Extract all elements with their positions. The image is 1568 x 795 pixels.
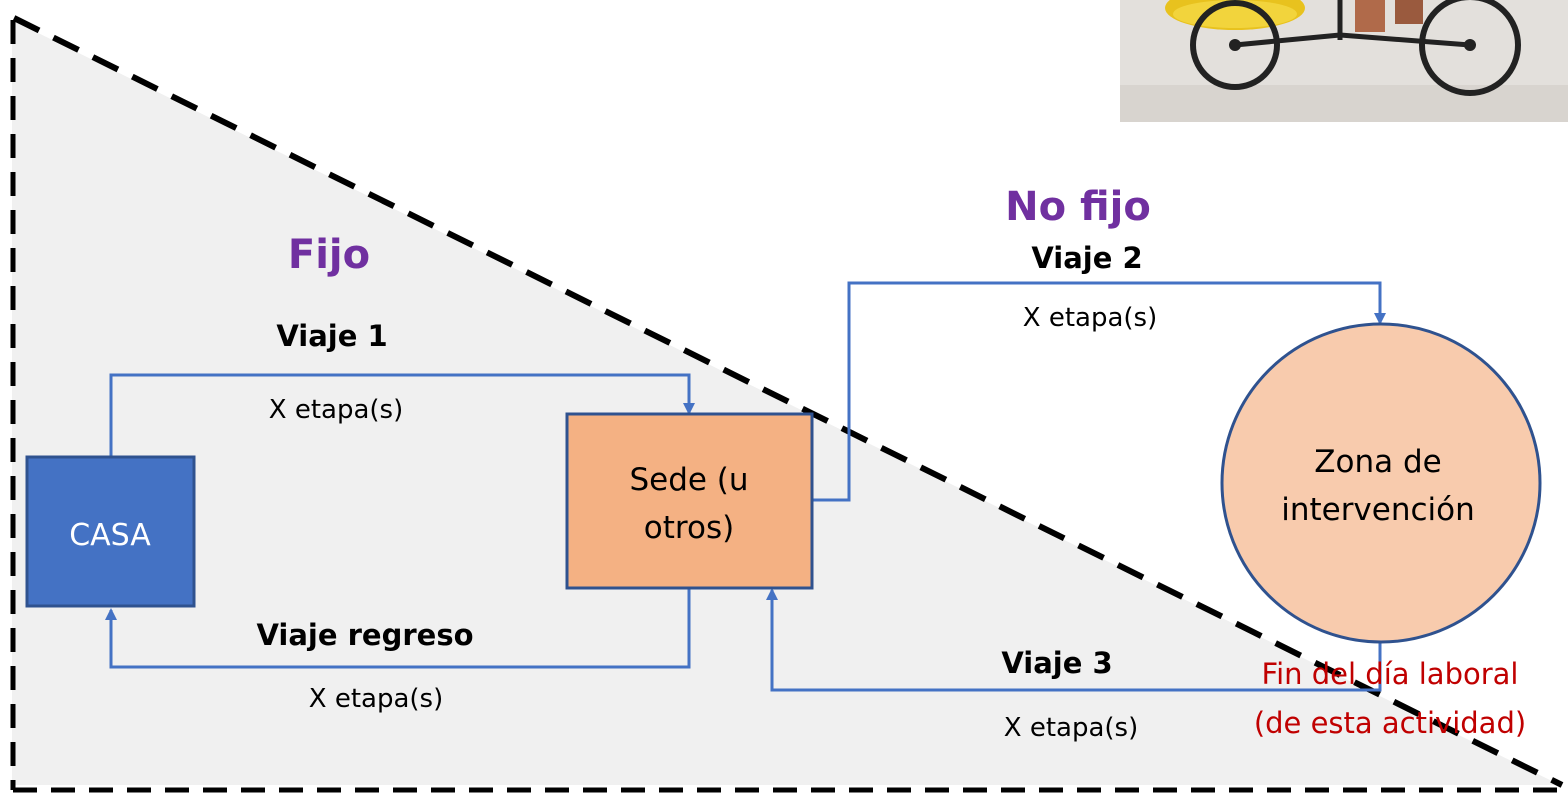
office-label-line2: otros) bbox=[644, 510, 734, 546]
office-box bbox=[565, 412, 814, 590]
trip2-title: Viaje 2 bbox=[1031, 241, 1142, 275]
trip1-title: Viaje 1 bbox=[276, 319, 387, 353]
trip2-stages: X etapa(s) bbox=[1023, 303, 1157, 333]
zone-label-line2: intervención bbox=[1281, 492, 1475, 528]
trip2-arrow bbox=[812, 281, 1386, 502]
fixed-zone-diagonal bbox=[12, 15, 1564, 788]
fixed-zone-label: Fijo bbox=[288, 232, 370, 278]
intervention-zone-circle bbox=[1220, 322, 1542, 644]
home-label: CASA bbox=[69, 518, 151, 553]
trip3-stages: X etapa(s) bbox=[1004, 713, 1138, 743]
tricycle-photo bbox=[1120, 0, 1568, 122]
end-note-line2: (de esta actividad) bbox=[1254, 706, 1526, 740]
return-title: Viaje regreso bbox=[256, 618, 473, 652]
home-box bbox=[25, 455, 196, 608]
office-label-line1: Sede (u bbox=[629, 462, 748, 498]
trip3-title: Viaje 3 bbox=[1001, 646, 1112, 680]
trip1-arrow bbox=[109, 373, 695, 457]
trip3-arrow bbox=[766, 588, 1382, 692]
trip1-stages: X etapa(s) bbox=[269, 395, 403, 425]
nonfixed-zone-label: No fijo bbox=[1005, 184, 1151, 230]
return-arrow bbox=[105, 588, 691, 669]
return-stages: X etapa(s) bbox=[309, 684, 443, 714]
zone-label-line1: Zona de bbox=[1314, 444, 1441, 480]
end-note-line1: Fin del día laboral bbox=[1262, 657, 1519, 691]
